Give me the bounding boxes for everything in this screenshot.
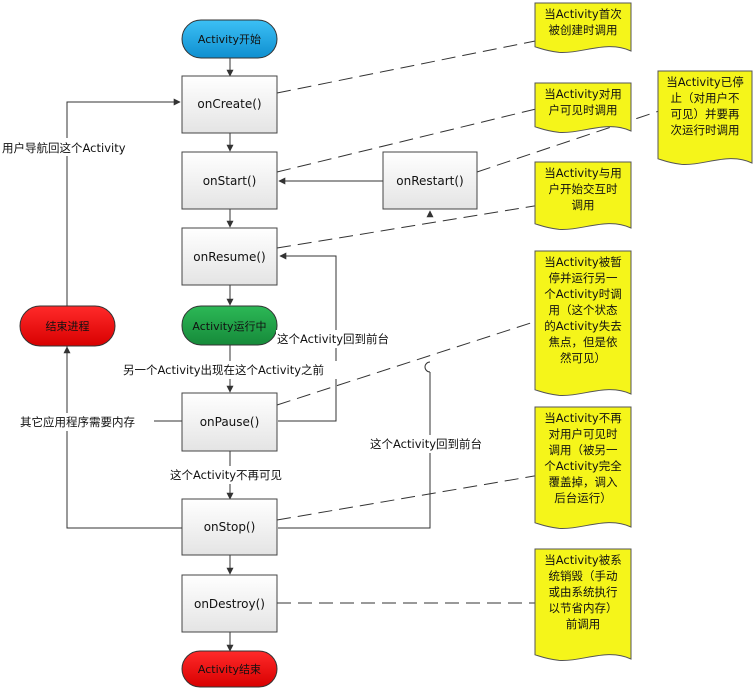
note-n6-line: 当Activity不再: [544, 411, 622, 425]
note-n6-line: 对用户可见时: [549, 427, 618, 441]
note-n5-line: 焦点，但是依: [549, 335, 618, 349]
note-n5: 当Activity被暂停并运行另一个Activity时调用（这个状态的Activ…: [534, 250, 632, 396]
note-n7-line: 前调用: [566, 617, 601, 631]
label-back-to-front-2: 这个Activity回到前台: [370, 437, 482, 451]
onstart-label: onStart(): [203, 174, 257, 188]
start-label: Activity开始: [198, 32, 261, 46]
dashed-connectors: [276, 39, 663, 604]
note-n7-line: 当Activity被系: [544, 553, 622, 567]
kill-process-pill: 结束进程: [19, 305, 116, 347]
end-label: Activity结束: [198, 663, 261, 676]
note-n7-line: 以节省内存）: [549, 601, 618, 615]
note-n1-line: 当Activity首次: [544, 7, 622, 21]
note-n2-line: 户可见时调用: [549, 103, 618, 117]
note-n6-line: 调用（被另一: [549, 443, 618, 457]
note-n6-line: 后台运行）: [554, 491, 612, 505]
note-n5-line: 个Activity时调: [544, 287, 622, 301]
note-n5-line: 用（这个状态: [549, 303, 618, 317]
running-label: Activity运行中: [192, 320, 266, 333]
ondestroy-label: onDestroy(): [194, 597, 265, 611]
note-n7-line: 统销毁（手动: [549, 569, 618, 583]
onresume-box: onResume(): [181, 227, 278, 286]
end-pill: Activity结束: [181, 650, 278, 688]
onpause-label: onPause(): [200, 415, 260, 429]
label-another-activity: 另一个Activity出现在这个Activity之前: [123, 363, 324, 377]
onrestart-box: onRestart(): [382, 151, 478, 210]
note-n1-line: 被创建时调用: [549, 23, 618, 37]
connector-onstart: [276, 107, 541, 173]
note-n6-line: 覆盖掉，调入: [549, 475, 618, 489]
note-n4-line: 户开始交互时: [549, 182, 618, 196]
kill-process-label: 结束进程: [46, 320, 90, 333]
label-back-to-front-1: 这个Activity回到前台: [277, 332, 389, 346]
onresume-label: onResume(): [193, 250, 265, 264]
note-n5-line: 然可见）: [560, 351, 606, 365]
note-n7-line: 或由系统执行: [549, 585, 618, 599]
note-n3-line: 当Activity已停: [666, 75, 744, 89]
label-no-longer-visible: 这个Activity不再可见: [170, 468, 282, 482]
onpause-box: onPause(): [181, 392, 278, 452]
label-navigate-back: 用户导航回这个Activity: [2, 141, 126, 155]
note-n5-line: 的Activity失去: [544, 319, 622, 333]
connector-onpause: [276, 319, 541, 406]
note-n6-line: 个Activity完全: [544, 459, 622, 473]
oncreate-label: onCreate(): [197, 97, 261, 111]
note-n2-line: 当Activity对用: [544, 87, 622, 101]
label-need-memory: 其它应用程序需要内存: [20, 415, 135, 429]
onstop-label: onStop(): [204, 520, 256, 534]
note-n5-line: 停并运行另一: [549, 271, 618, 285]
note-n3-line: 次运行时调用: [671, 123, 740, 137]
onstop-box: onStop(): [181, 498, 278, 556]
note-n4-line: 当Activity与用: [544, 166, 622, 180]
start-pill: Activity开始: [181, 19, 278, 59]
note-n4-line: 调用: [572, 198, 595, 212]
oncreate-box: onCreate(): [181, 75, 278, 134]
onrestart-label: onRestart(): [396, 174, 463, 188]
note-n3-line: 可见）并要再: [671, 107, 740, 121]
note-n3-line: 止（对用户不: [671, 91, 740, 105]
running-pill: Activity运行中: [181, 305, 278, 346]
note-n6: 当Activity不再对用户可见时调用（被另一个Activity完全覆盖掉，调入…: [534, 406, 632, 529]
ondestroy-box: onDestroy(): [181, 574, 278, 633]
connector-onrestart: [476, 109, 663, 173]
connector-onresume: [276, 204, 541, 249]
note-n5-line: 当Activity被暂: [544, 255, 622, 269]
notes-layer: 当Activity首次被创建时调用当Activity对用户可见时调用当Activ…: [534, 2, 753, 661]
connector-onstop: [276, 474, 541, 521]
onstart-box: onStart(): [181, 151, 278, 210]
connector-oncreate: [276, 39, 541, 94]
